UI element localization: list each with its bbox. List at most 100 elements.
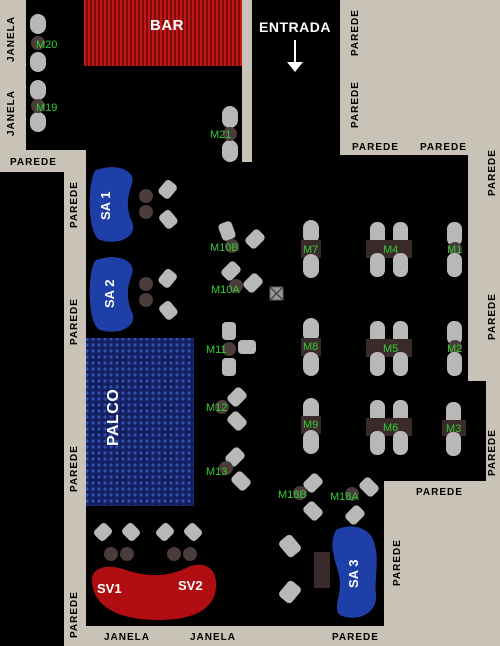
chair[interactable]: [157, 208, 179, 230]
stool[interactable]: [448, 242, 462, 256]
chair[interactable]: [222, 140, 238, 162]
chair[interactable]: [238, 340, 256, 354]
chair[interactable]: [30, 52, 46, 72]
sa1-seating[interactable]: [139, 178, 179, 230]
sofa-sa1-shape[interactable]: [89, 167, 134, 242]
stool[interactable]: [293, 486, 307, 500]
chair[interactable]: [30, 112, 46, 132]
chair[interactable]: [303, 352, 319, 376]
bar-area[interactable]: BAR: [84, 0, 242, 66]
chair[interactable]: [154, 521, 175, 542]
table-top[interactable]: [442, 420, 466, 436]
table-m19[interactable]: M19: [30, 80, 57, 132]
chair[interactable]: [244, 228, 267, 251]
table-m11[interactable]: M11: [206, 322, 256, 376]
chair[interactable]: [157, 267, 179, 289]
table-m21[interactable]: M21: [210, 106, 238, 162]
chair[interactable]: [182, 521, 203, 542]
chair[interactable]: [277, 533, 302, 559]
chair[interactable]: [303, 318, 319, 342]
stool[interactable]: [167, 547, 181, 561]
chair[interactable]: [446, 432, 461, 456]
chair[interactable]: [220, 260, 243, 283]
sofa-sa2-shape[interactable]: [89, 257, 134, 332]
table-m13[interactable]: M13: [206, 446, 252, 493]
chair[interactable]: [393, 352, 408, 376]
chair[interactable]: [222, 106, 238, 128]
chair[interactable]: [222, 322, 236, 340]
chair[interactable]: [447, 222, 462, 246]
table-m4[interactable]: M4: [366, 222, 412, 277]
chair[interactable]: [358, 476, 381, 499]
chair[interactable]: [370, 253, 385, 277]
sofa-sa3-shape[interactable]: [332, 526, 377, 618]
table-top[interactable]: [301, 338, 321, 356]
table-m2[interactable]: M2: [447, 321, 462, 376]
table-top[interactable]: [301, 416, 321, 434]
stool[interactable]: [31, 99, 45, 113]
sofa-sv-shape[interactable]: [92, 564, 217, 620]
chair[interactable]: [344, 504, 367, 527]
sofa-sv[interactable]: SV1 SV2: [92, 564, 217, 620]
stool[interactable]: [120, 547, 134, 561]
stool[interactable]: [183, 547, 197, 561]
table-top[interactable]: [301, 240, 321, 258]
chair[interactable]: [226, 410, 249, 433]
stool[interactable]: [31, 36, 45, 50]
stool[interactable]: [345, 487, 359, 501]
chair[interactable]: [303, 254, 319, 278]
table-m12[interactable]: M12: [206, 386, 248, 433]
chair[interactable]: [230, 470, 253, 493]
chair[interactable]: [157, 299, 179, 321]
table-m10a[interactable]: M10A: [211, 260, 264, 296]
sv2-seating[interactable]: [154, 521, 203, 561]
sofa-sa3[interactable]: SA 3: [332, 526, 377, 618]
sa2-seating[interactable]: [139, 267, 179, 321]
table-m18a[interactable]: M18A: [330, 476, 380, 527]
stool[interactable]: [139, 277, 153, 291]
table-m8[interactable]: M8: [301, 318, 321, 376]
chair[interactable]: [277, 579, 302, 605]
stool[interactable]: [225, 239, 239, 253]
stage[interactable]: PALCO: [86, 338, 194, 506]
chair[interactable]: [447, 253, 462, 277]
chair[interactable]: [370, 352, 385, 376]
stool[interactable]: [229, 279, 243, 293]
table-m6[interactable]: M6: [366, 400, 412, 455]
chair[interactable]: [393, 431, 408, 455]
bar-counter[interactable]: [84, 0, 242, 66]
chair[interactable]: [30, 14, 46, 34]
sofa-sa2[interactable]: SA 2: [89, 257, 134, 332]
chair[interactable]: [226, 386, 249, 409]
sv1-seating[interactable]: [92, 521, 141, 561]
chair[interactable]: [30, 80, 46, 100]
chair[interactable]: [92, 521, 113, 542]
stool[interactable]: [448, 340, 462, 354]
stool[interactable]: [139, 189, 153, 203]
table-m18b[interactable]: M18B: [278, 472, 324, 523]
table-m5[interactable]: M5: [366, 321, 412, 376]
stool[interactable]: [104, 547, 118, 561]
chair[interactable]: [217, 220, 236, 242]
table-m20[interactable]: M20: [30, 14, 57, 72]
chair[interactable]: [447, 321, 462, 345]
stool[interactable]: [222, 342, 236, 356]
stool[interactable]: [215, 400, 229, 414]
stool[interactable]: [223, 127, 237, 141]
sofa-sa1[interactable]: SA 1: [89, 167, 134, 242]
stool[interactable]: [219, 461, 233, 475]
chair[interactable]: [302, 472, 325, 495]
table-m1[interactable]: M1: [447, 222, 462, 277]
chair[interactable]: [157, 178, 179, 200]
table-sa3[interactable]: [314, 552, 330, 588]
chair[interactable]: [447, 352, 462, 376]
table-m3[interactable]: M3: [442, 402, 466, 456]
chair[interactable]: [242, 272, 265, 295]
chair[interactable]: [393, 253, 408, 277]
chair[interactable]: [224, 446, 247, 469]
table-m10b[interactable]: M10B: [210, 220, 266, 254]
chair[interactable]: [370, 431, 385, 455]
chair[interactable]: [120, 521, 141, 542]
chair[interactable]: [303, 430, 319, 454]
table-m7[interactable]: M7: [301, 220, 321, 278]
